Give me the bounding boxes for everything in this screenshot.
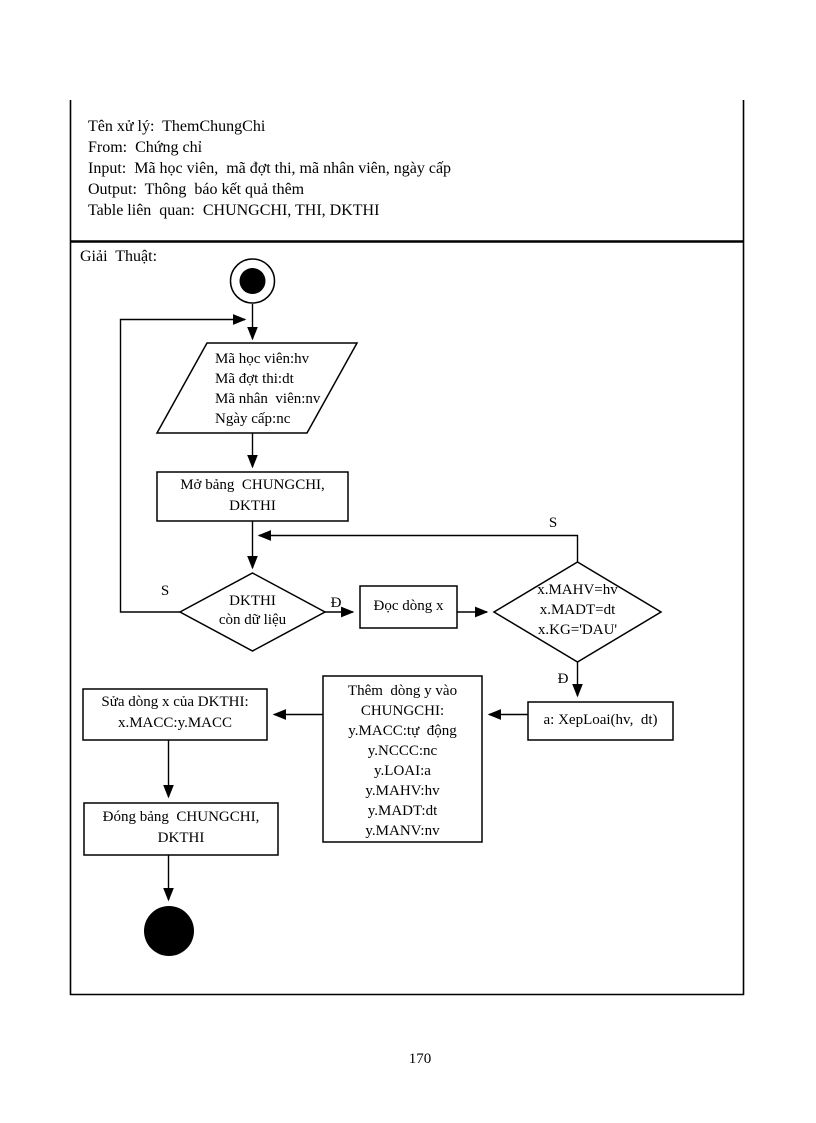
node-line: x.KG='DAU' bbox=[537, 622, 618, 638]
branch-label-no: S bbox=[160, 583, 170, 599]
node-line: y.LOAI:a bbox=[374, 763, 431, 779]
node-line: Mã đợt thi:dt bbox=[215, 371, 294, 387]
open-tables-shape bbox=[156, 471, 349, 522]
process-from-line: From: Chứng chỉ bbox=[88, 139, 203, 156]
node-line: y.MADT:dt bbox=[367, 803, 438, 819]
section-label: Giải Thuật: bbox=[80, 248, 158, 265]
update-row-shape bbox=[82, 688, 268, 741]
process-input-line: Input: Mã học viên, mã đợt thi, mã nhân … bbox=[88, 160, 452, 177]
branch-label-yes: Đ bbox=[330, 595, 342, 611]
node-line: Thêm dòng y vào bbox=[347, 683, 458, 699]
process-name-line: Tên xử lý: ThemChungChi bbox=[88, 118, 266, 135]
node-line: Đóng bảng CHUNGCHI, bbox=[102, 809, 260, 825]
node-line: DKTHI bbox=[229, 593, 276, 609]
node-line: y.NCCC:nc bbox=[367, 743, 438, 759]
start-node-inner bbox=[239, 268, 266, 294]
process-tables-line: Table liên quan: CHUNGCHI, THI, DKTHI bbox=[88, 202, 380, 219]
node-line: x.MADT=dt bbox=[539, 602, 616, 618]
flow-arrows bbox=[119, 304, 583, 902]
node-line: Mã học viên:hv bbox=[215, 351, 310, 367]
node-line: Ngày cấp:nc bbox=[215, 411, 291, 427]
node-line: DKTHI bbox=[157, 830, 205, 846]
node-line: DKTHI bbox=[229, 498, 276, 514]
node-line: còn dữ liệu bbox=[218, 612, 287, 628]
process-output-line: Output: Thông báo kết quả thêm bbox=[88, 181, 305, 198]
match-decision-shape bbox=[492, 561, 663, 663]
input-parallelogram-shape bbox=[155, 342, 359, 434]
insert-row-shape bbox=[322, 675, 483, 843]
node-line: y.MANV:nv bbox=[365, 823, 440, 839]
frame-borders bbox=[69, 100, 745, 996]
branch-label-yes: Đ bbox=[557, 671, 569, 687]
node-line: y.MAHV:hv bbox=[365, 783, 440, 799]
node-line: y.MACC:tự động bbox=[348, 723, 457, 739]
has-data-decision-shape bbox=[178, 572, 327, 652]
node-line: Mở bảng CHUNGCHI, bbox=[180, 477, 325, 493]
close-tables-shape bbox=[83, 802, 279, 856]
flowchart-node-grade-call: a: XepLoai(hv, dt) bbox=[543, 712, 658, 728]
node-line: Sửa dòng x của DKTHI: bbox=[101, 694, 249, 710]
flowchart-node-read-row: Đọc dòng x bbox=[373, 598, 444, 614]
grade-call-shape bbox=[527, 701, 674, 741]
end-node bbox=[144, 906, 194, 956]
node-line: x.MAHV=hv bbox=[537, 582, 618, 598]
arrow-loop-no-match bbox=[257, 530, 579, 562]
read-row-shape bbox=[359, 585, 458, 629]
node-line: Mã nhân viên:nv bbox=[215, 391, 321, 407]
branch-label-no: S bbox=[548, 515, 558, 531]
node-line: CHUNGCHI: bbox=[360, 703, 445, 719]
arrow-loop-no-data bbox=[119, 314, 247, 613]
node-line: x.MACC:y.MACC bbox=[117, 715, 233, 731]
page-number: 170 bbox=[408, 1051, 432, 1067]
